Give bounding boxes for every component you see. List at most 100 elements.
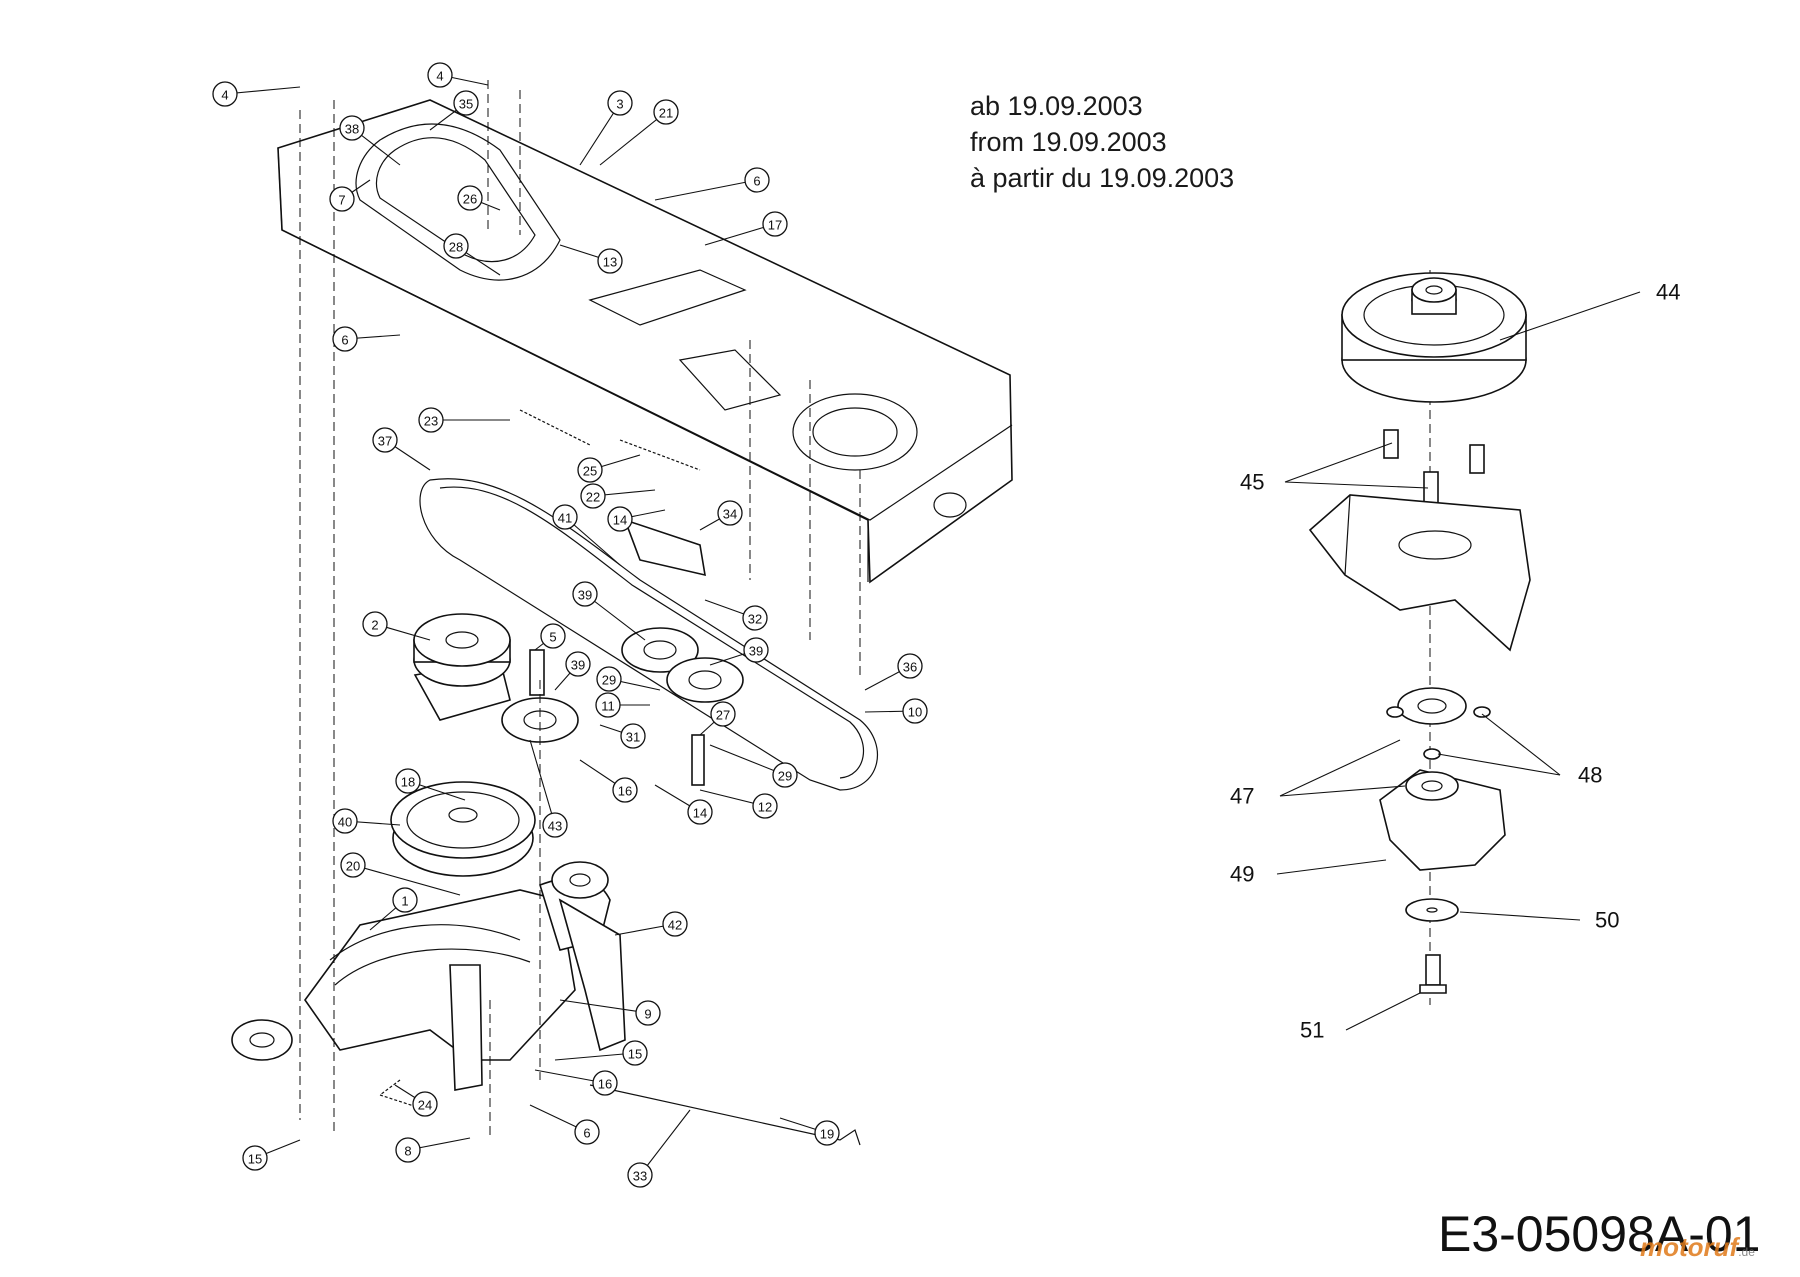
callout-number: 8 — [404, 1144, 411, 1159]
callout-circle — [418, 407, 444, 433]
callout-number: 28 — [449, 240, 463, 255]
callout-number: 25 — [583, 464, 597, 479]
callout-circle — [329, 186, 355, 212]
part-label-47: 47 — [1230, 784, 1254, 809]
callout-circle — [710, 701, 736, 727]
callout-circle — [635, 1000, 661, 1026]
callout-1: 1 — [369, 887, 418, 931]
callout-leader — [639, 1109, 691, 1176]
callout-circle — [897, 653, 923, 679]
callout-circle — [212, 81, 238, 107]
callout-circle — [574, 1119, 600, 1145]
callout-circle — [332, 808, 358, 834]
callout-circle — [620, 723, 646, 749]
callout-14: 14 — [607, 506, 666, 532]
callout-34: 34 — [699, 500, 743, 531]
callout-40: 40 — [332, 808, 401, 834]
callout-20: 20 — [340, 852, 461, 896]
engine-pulley — [413, 613, 511, 721]
callout-number: 6 — [341, 333, 348, 348]
callout-number: 39 — [578, 588, 592, 603]
callout-21: 21 — [599, 99, 679, 166]
callout-circle — [392, 887, 418, 913]
callout-number: 2 — [371, 618, 378, 633]
callout-26: 26 — [457, 185, 501, 211]
callout-number: 19 — [820, 1127, 834, 1142]
date-line-german: ab 19.09.2003 — [970, 91, 1143, 121]
callout-circle — [772, 762, 798, 788]
callout-number: 20 — [346, 859, 360, 874]
watermark-name: motoruf — [1640, 1232, 1739, 1262]
callout-leader — [529, 739, 556, 826]
callout-number: 38 — [345, 122, 359, 137]
callout-43: 43 — [529, 739, 568, 838]
callout-39: 39 — [554, 651, 591, 691]
callout-number: 41 — [558, 511, 572, 526]
callout-circle — [572, 581, 598, 607]
callout-39: 39 — [572, 581, 646, 641]
part-label-49: 49 — [1230, 862, 1254, 887]
callout-circle — [372, 427, 398, 453]
callout-circle — [814, 1120, 840, 1146]
callout-36: 36 — [864, 653, 923, 691]
date-line-french: à partir du 19.09.2003 — [970, 163, 1235, 193]
callout-circle — [596, 666, 622, 692]
callout-circle — [453, 90, 479, 116]
callout-number: 6 — [753, 174, 760, 189]
callout-number: 26 — [463, 192, 477, 207]
frame-chassis — [277, 99, 1013, 584]
callout-38: 38 — [339, 115, 401, 166]
callout-number: 4 — [436, 69, 443, 84]
callout-3: 3 — [579, 90, 633, 166]
callout-number: 14 — [693, 806, 707, 821]
callout-number: 21 — [659, 106, 673, 121]
callout-circle — [457, 185, 483, 211]
callout-number: 27 — [716, 708, 730, 723]
callout-number: 4 — [221, 88, 228, 103]
callout-number: 23 — [424, 414, 438, 429]
callout-circle — [612, 777, 638, 803]
callout-leader — [352, 864, 461, 896]
callout-12: 12 — [699, 789, 778, 819]
callout-29: 29 — [596, 666, 661, 692]
drawing-number: E3-05098A-01 — [1438, 1206, 1761, 1262]
callout-circle — [542, 812, 568, 838]
callout-number: 11 — [601, 699, 615, 714]
callout-circle — [443, 233, 469, 259]
callout-23: 23 — [418, 407, 510, 433]
callout-circle — [597, 248, 623, 274]
callout-circle — [622, 1040, 648, 1066]
callout-circle — [607, 506, 633, 532]
callout-13: 13 — [559, 244, 623, 274]
callout-circle — [743, 637, 769, 663]
callout-circle — [717, 500, 743, 526]
callout-number: 42 — [668, 918, 682, 933]
callout-8: 8 — [395, 1137, 471, 1163]
callout-6: 6 — [529, 1104, 600, 1145]
callout-25: 25 — [577, 454, 641, 483]
callout-17: 17 — [704, 211, 788, 246]
callout-circle — [577, 457, 603, 483]
part-label-48: 48 — [1578, 763, 1602, 788]
callout-number: 16 — [618, 784, 632, 799]
validity-date-note: ab 19.09.2003 from 19.09.2003 à partir d… — [970, 88, 1234, 196]
part-label-51: 51 — [1300, 1018, 1324, 1043]
callout-circle — [627, 1162, 653, 1188]
callout-4: 4 — [212, 81, 301, 107]
callout-9: 9 — [559, 999, 661, 1026]
callout-11: 11 — [595, 692, 650, 718]
callout-circle — [762, 211, 788, 237]
callout-leader — [559, 999, 649, 1014]
callout-16: 16 — [579, 759, 638, 803]
callout-circle — [752, 793, 778, 819]
callout-number: 9 — [644, 1007, 651, 1022]
callout-number: 39 — [749, 644, 763, 659]
callout-39: 39 — [709, 637, 769, 666]
callout-32: 32 — [704, 599, 768, 631]
callout-number: 36 — [903, 660, 917, 675]
pto-assembly — [1308, 270, 1531, 1005]
callout-18: 18 — [395, 768, 466, 801]
